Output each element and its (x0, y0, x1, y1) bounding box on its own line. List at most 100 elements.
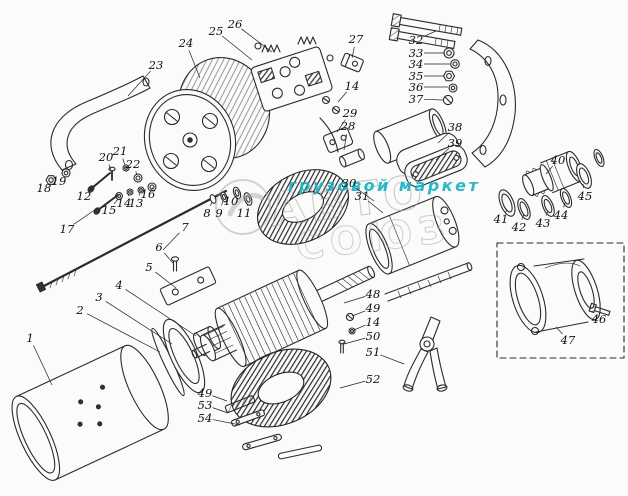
leader-line-46 (591, 310, 594, 314)
part-label-42: 42 (511, 220, 527, 234)
part-label-25: 25 (208, 24, 224, 38)
part-label-14: 14 (345, 79, 360, 93)
part-label-34: 34 (409, 57, 424, 71)
watermark: АВТО СОЮЗ грузовой маркет (215, 164, 480, 269)
bracket-bolt (588, 302, 611, 316)
watermark-logo-icon (215, 179, 271, 235)
drive-end-group (496, 242, 625, 359)
part-label-30: 30 (342, 176, 357, 190)
part-label-5: 5 (145, 260, 152, 274)
leader-line-49 (212, 395, 228, 402)
leader-line-39 (435, 148, 450, 161)
leader-line-24 (188, 50, 201, 79)
part-label-13: 13 (129, 196, 144, 210)
leader-line-43 (545, 210, 549, 216)
part-label-49: 49 (365, 301, 381, 315)
brush-bar (159, 266, 217, 306)
leader-line-40 (545, 165, 554, 175)
part-label-50: 50 (366, 329, 381, 343)
part-label-54: 54 (198, 411, 213, 425)
leader-line-17 (73, 208, 97, 225)
washers-and-nuts (442, 47, 460, 106)
leader-line-5 (155, 271, 177, 289)
leader-line-31 (367, 200, 384, 214)
field-coil-lower (230, 348, 332, 428)
brush-holder-assembly (250, 36, 341, 115)
leader-line-1 (33, 345, 53, 386)
part-label-19: 19 (52, 174, 67, 188)
leader-line-44 (563, 202, 566, 208)
leader-line-20 (108, 164, 112, 171)
part-label-29: 29 (342, 106, 358, 120)
dashed-box (496, 242, 625, 359)
part-label-10: 10 (224, 194, 239, 208)
tie-rod (35, 189, 228, 293)
part-label-1: 1 (26, 331, 33, 345)
part-label-26: 26 (227, 17, 243, 31)
leader-line-27 (351, 46, 355, 59)
part-label-3: 3 (95, 290, 102, 304)
support-bracket (469, 39, 516, 168)
leader-line-13 (138, 192, 141, 196)
through-bolts (388, 13, 463, 49)
bar-screw (170, 256, 180, 272)
mounting-strap (50, 75, 151, 171)
drive-end-bracket (509, 258, 601, 336)
leader-line-41 (505, 209, 508, 213)
terminal-clip (340, 52, 364, 73)
leader-line-50 (343, 337, 366, 345)
leader-line-37 (423, 98, 444, 101)
part-label-53: 53 (198, 398, 213, 412)
part-label-9: 9 (215, 206, 222, 220)
part-label-32: 32 (409, 33, 424, 47)
solenoid-relay (365, 195, 460, 275)
insulating-washer (162, 318, 206, 394)
leader-line-25 (222, 35, 253, 61)
part-label-44: 44 (553, 208, 569, 222)
leader-line-21 (122, 158, 126, 166)
part-label-36: 36 (409, 80, 424, 94)
part-label-16: 16 (141, 187, 156, 201)
part-label-17: 17 (60, 222, 75, 236)
watermark-logo-swoosh (227, 192, 265, 217)
part-label-22: 22 (125, 157, 141, 171)
leader-line-3 (105, 301, 173, 345)
drive-washers (498, 148, 605, 220)
part-label-27: 27 (348, 32, 364, 46)
leader-line-49 (351, 310, 366, 317)
part-label-45: 45 (577, 189, 593, 203)
part-label-14: 14 (117, 196, 132, 210)
part-label-23: 23 (148, 58, 164, 72)
part-label-21: 21 (112, 144, 128, 158)
part-label-2: 2 (75, 303, 83, 317)
leader-line-32 (423, 30, 437, 38)
leader-line-11 (246, 203, 249, 206)
leader-line-7 (162, 232, 180, 251)
part-label-39: 39 (448, 136, 463, 150)
part-label-14: 14 (366, 315, 381, 329)
part-label-6: 6 (155, 240, 162, 254)
field-coil-upper (256, 169, 350, 245)
watermark-text-small: грузовой маркет (288, 176, 480, 195)
splined-shaft (384, 262, 473, 302)
motor-housing (143, 56, 271, 192)
leader-line-15 (113, 198, 119, 205)
part-label-52: 52 (366, 372, 381, 386)
leader-line-14 (353, 324, 366, 331)
part-label-28: 28 (340, 119, 356, 133)
leader-line-48 (343, 296, 366, 304)
part-label-4: 4 (114, 278, 122, 292)
part-label-37: 37 (409, 92, 424, 106)
leader-line-12 (89, 183, 97, 191)
leader-line-2 (86, 313, 161, 353)
part-label-47: 47 (560, 333, 576, 347)
leader-line-26 (241, 28, 273, 53)
leader-line-54 (212, 419, 241, 426)
part-label-15: 15 (102, 203, 117, 217)
shaft-washers (209, 186, 253, 206)
leader-line-9 (221, 200, 224, 206)
armature (191, 265, 376, 368)
small-fasteners-left (45, 164, 157, 215)
